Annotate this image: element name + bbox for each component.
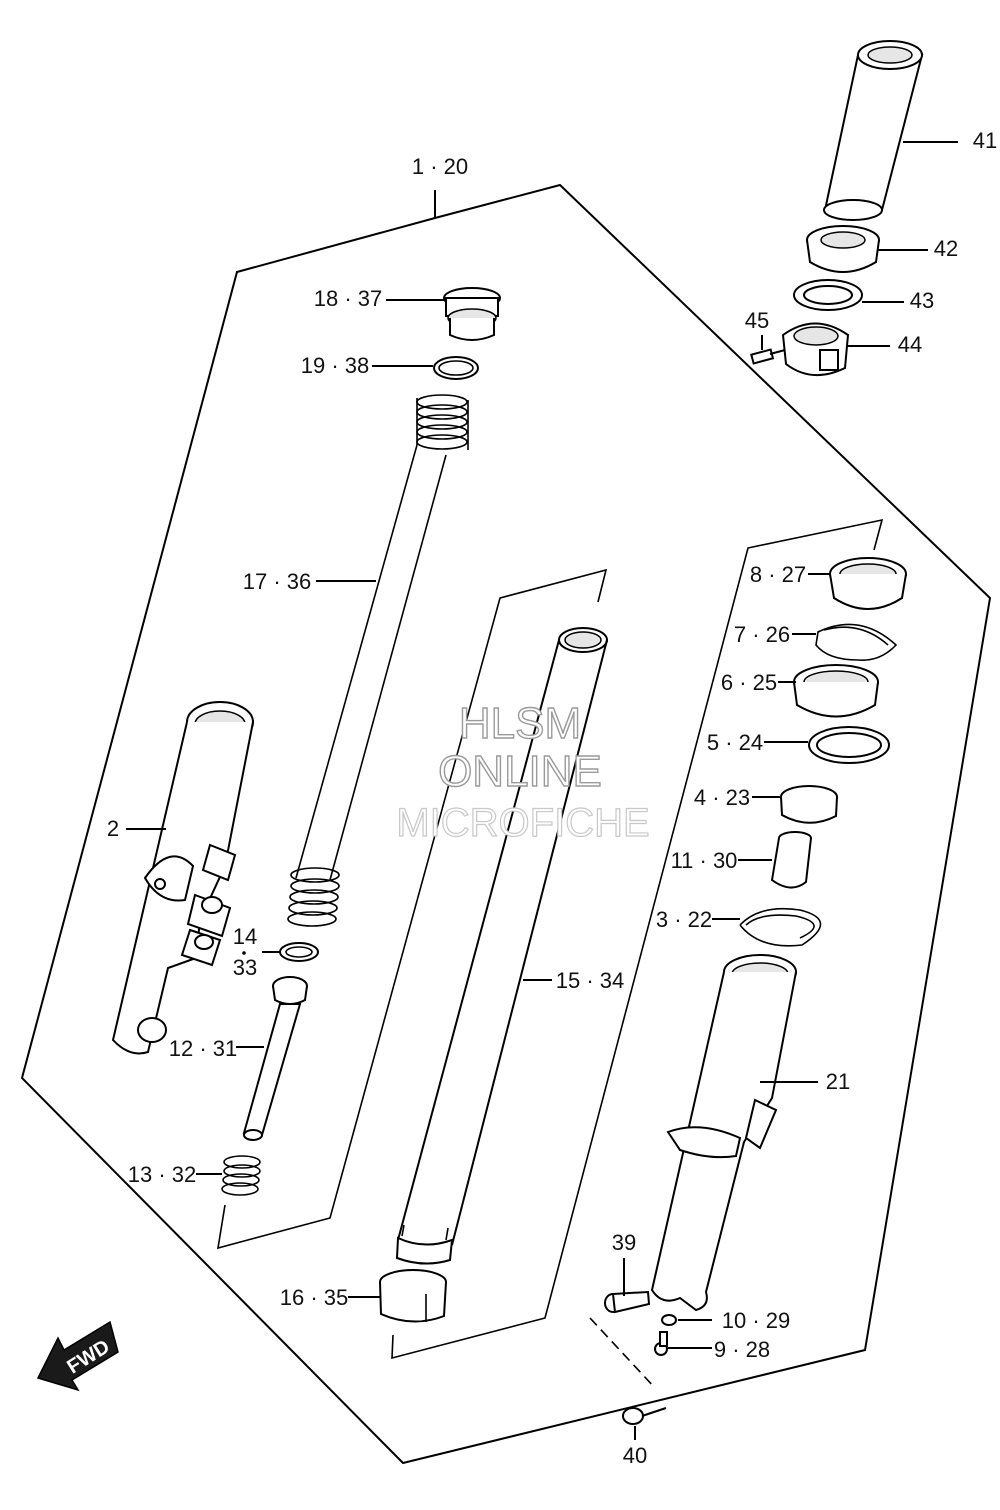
callout-19-38: 19 · 38 (301, 353, 370, 378)
part-10-gasket (661, 1314, 677, 1326)
watermark-line2: ONLINE (438, 747, 602, 796)
part-39-bolt (604, 1290, 651, 1314)
callout-33: 33 (233, 955, 257, 980)
callout-6-25: 6 · 25 (721, 670, 777, 695)
callout-3-22: 3 · 22 (656, 907, 712, 932)
callout-1-20: 1 · 20 (412, 154, 468, 179)
inner-boundary-center (391, 518, 884, 1360)
callout-43: 43 (910, 288, 934, 313)
part-45-screw (750, 348, 786, 365)
part-40-cap (622, 1407, 644, 1425)
callout-15-34: 15 · 34 (556, 968, 625, 993)
callout-41: 41 (973, 128, 997, 153)
part-21-outer-tube (650, 954, 797, 1312)
callout-40: 40 (623, 1443, 647, 1468)
part-4-bushing (780, 785, 838, 824)
callout-18-37: 18 · 37 (314, 286, 383, 311)
part-14-washer (279, 942, 319, 962)
callout-42: 42 (934, 236, 958, 261)
part-15-inner-tube (395, 627, 608, 1265)
dashed-leader-bottom (589, 1317, 656, 1389)
part-12-damper-rod (242, 976, 308, 1141)
inner-boundary-left (217, 568, 608, 1250)
callout-17-36: 17 · 36 (243, 569, 312, 594)
callout-5-24: 5 · 24 (707, 730, 763, 755)
part-43-washer (793, 279, 863, 311)
part-42-nut (806, 225, 880, 273)
part-5-washer (808, 726, 890, 764)
part-16-bushing (379, 1269, 447, 1323)
callout-12-31: 12 · 31 (169, 1036, 238, 1061)
watermark-line3: MICROFICHE (396, 801, 649, 845)
callout-39: 39 (612, 1230, 636, 1255)
part-11-oil-lock-piece (770, 831, 812, 889)
part-2-outer-tube (111, 701, 254, 1055)
callout-10-29: 10 · 29 (722, 1308, 791, 1333)
callout-21: 21 (826, 1069, 850, 1094)
part-18-cap-bolt (443, 287, 501, 341)
part-41-cover (823, 40, 924, 221)
part-6-oil-seal (793, 664, 879, 718)
watermark-line1: HLSM (459, 699, 581, 748)
callout-9-28: 9 · 28 (714, 1337, 770, 1362)
callout-16-35: 16 · 35 (280, 1285, 349, 1310)
leader-40-a (641, 1407, 667, 1417)
part-8-dust-seal (829, 557, 907, 610)
part-19-o-ring (433, 356, 479, 380)
part-17-spring (287, 394, 469, 927)
callout-2: 2 (107, 816, 119, 841)
part-13-spring (221, 1155, 261, 1196)
part-44-clamp (781, 322, 850, 377)
part-9-drain-screw (654, 1331, 668, 1356)
callout-45: 45 (745, 308, 769, 333)
fwd-arrow-icon: FWD (36, 1320, 119, 1392)
callout-7-26: 7 · 26 (734, 622, 790, 647)
callout-14: 14 (233, 924, 257, 949)
part-3-circlip (739, 907, 822, 947)
callout-44: 44 (898, 332, 922, 357)
callout-14-33-dot (242, 951, 246, 955)
callout-8-27: 8 · 27 (750, 562, 806, 587)
part-7-clip (815, 623, 898, 662)
callout-4-23: 4 · 23 (694, 785, 750, 810)
callout-13-32: 13 · 32 (128, 1162, 197, 1187)
callout-11-30: 11 · 30 (671, 848, 738, 873)
assembly-boundary (20, 183, 992, 1465)
